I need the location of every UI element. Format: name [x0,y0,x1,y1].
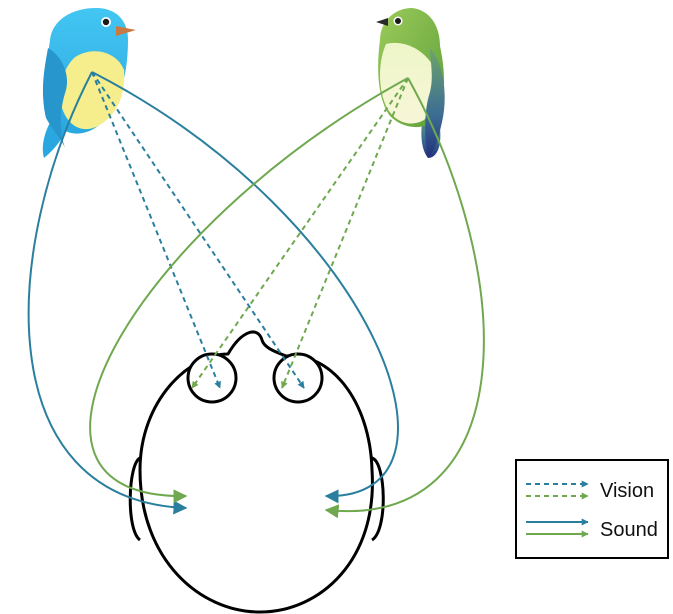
legend-sound-label: Sound [600,519,658,541]
right-eye [272,352,324,404]
sound-green-to-left-ear [89,77,409,504]
left-eye [186,352,238,404]
vision-blue-to-left-eye [91,71,221,389]
legend: Vision Sound [515,459,669,559]
sound-lines [27,71,485,519]
vision-blue-to-right-eye [91,71,305,389]
sound-green-to-right-ear [324,77,485,519]
head-outline [138,330,374,614]
blue-songbird-icon [42,8,136,158]
sound-blue-to-left-ear [27,71,188,515]
sound-blue-to-right-ear [91,71,399,504]
legend-vision-label: Vision [600,480,654,502]
human-head-top-view [128,330,385,614]
legend-box [515,459,669,559]
vision-green-to-right-eye [281,77,409,389]
vision-lines [91,71,409,389]
right-ear [370,456,385,542]
